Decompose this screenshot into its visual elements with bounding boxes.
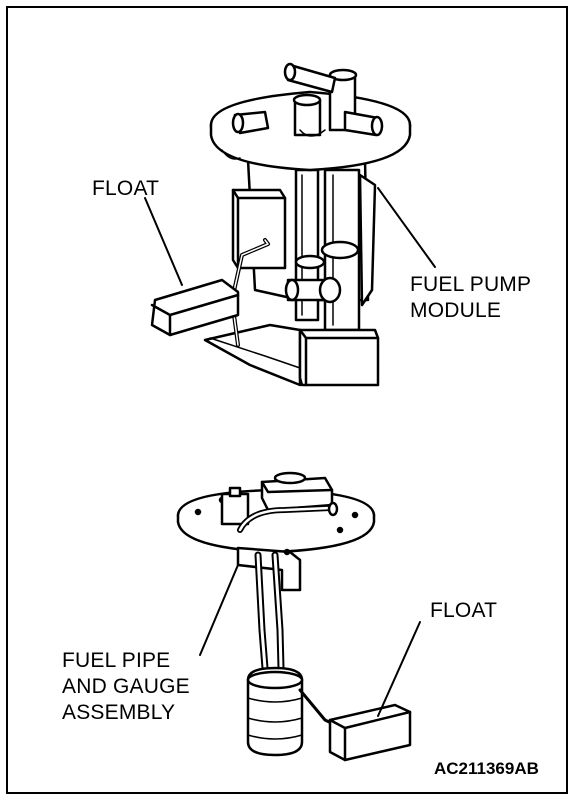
- label-fuel-pipe-line2: AND GAUGE: [62, 675, 190, 698]
- figure-code: AC211369AB: [434, 759, 539, 778]
- float-top-leader: [144, 197, 183, 286]
- label-fuel-pump-line1: FUEL PUMP: [410, 273, 532, 296]
- fuel-pipe-gauge-illustration: [176, 471, 412, 762]
- fuel-pump-module-illustration: [150, 62, 412, 387]
- label-fuel-pump-line2: MODULE: [410, 299, 502, 322]
- fuel-pump-module-leader: [377, 187, 436, 268]
- label-float-bottom: FLOAT: [430, 599, 498, 622]
- fuel-pipe-leader: [199, 564, 239, 656]
- float-bottom-leader: [377, 621, 421, 717]
- label-fuel-pipe-line3: ASSEMBLY: [62, 701, 176, 724]
- label-float-top: FLOAT: [92, 177, 160, 200]
- label-fuel-pipe-line1: FUEL PIPE: [62, 649, 171, 672]
